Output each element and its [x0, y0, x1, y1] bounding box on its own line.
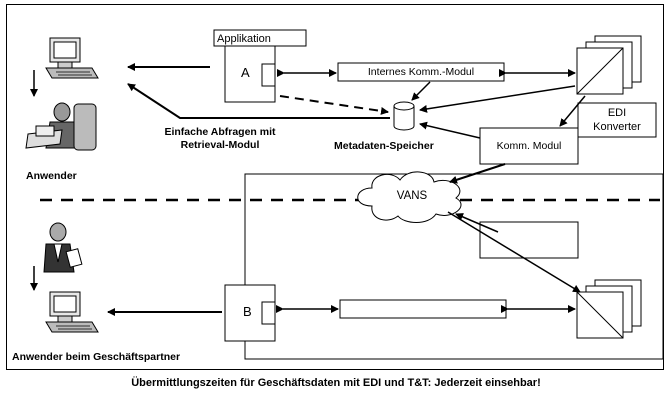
arrow-internes-to-cylinder — [411, 81, 431, 101]
partner-komm-box — [479, 221, 579, 259]
internes-modul-label: Internes Komm.-Modul — [367, 66, 475, 78]
arrow-a-dashed-to-cylinder — [279, 95, 389, 115]
document-stack-icon — [576, 35, 642, 95]
abfragen-label-2: Retrieval-Modul — [180, 139, 260, 151]
edi-konverter-label-2: Konverter — [593, 121, 641, 133]
metadaten-label: Metadaten-Speicher — [334, 140, 434, 152]
diagram-caption: Übermittlungszeiten für Geschäftsdaten m… — [131, 377, 541, 389]
arrow-edi-to-cylinder — [419, 85, 576, 113]
komm-modul-label: Komm. Modul — [496, 140, 562, 152]
partner-document-stack-icon — [576, 279, 642, 339]
partner-computer-icon — [45, 291, 99, 333]
applikation-label: Applikation — [217, 33, 271, 45]
database-cylinder-icon — [393, 101, 415, 131]
cloud-icon — [357, 171, 462, 223]
businessman-icon — [43, 222, 83, 273]
partner-network-box — [244, 173, 664, 360]
partner-internes-box — [339, 299, 507, 319]
arrow-edi-to-komm — [559, 95, 586, 127]
edi-konverter-box — [577, 102, 657, 138]
box-a-port — [261, 63, 276, 87]
komm-modul-box — [479, 127, 579, 165]
anwender-partner-label: Anwender beim Geschäftspartner — [12, 351, 181, 363]
vans-label: VANS — [396, 190, 428, 202]
arrow-komm-to-cylinder — [419, 121, 481, 139]
arrow-partner-box-to-vans — [455, 213, 499, 233]
box-b-port — [261, 301, 276, 325]
arrow-cylinder-to-user — [127, 83, 390, 119]
edi-konverter-label-1: EDI — [607, 107, 627, 119]
user-at-desk-icon — [25, 102, 97, 151]
arrow-vans-to-partner-stack — [447, 211, 581, 293]
arrow-komm-to-vans — [449, 163, 506, 184]
box-a-label: A — [241, 65, 250, 80]
anwender-label: Anwender — [26, 170, 77, 182]
box-b-label: B — [243, 304, 252, 319]
abfragen-label-1: Einfache Abfragen mit — [164, 126, 276, 138]
computer-icon — [45, 37, 99, 79]
